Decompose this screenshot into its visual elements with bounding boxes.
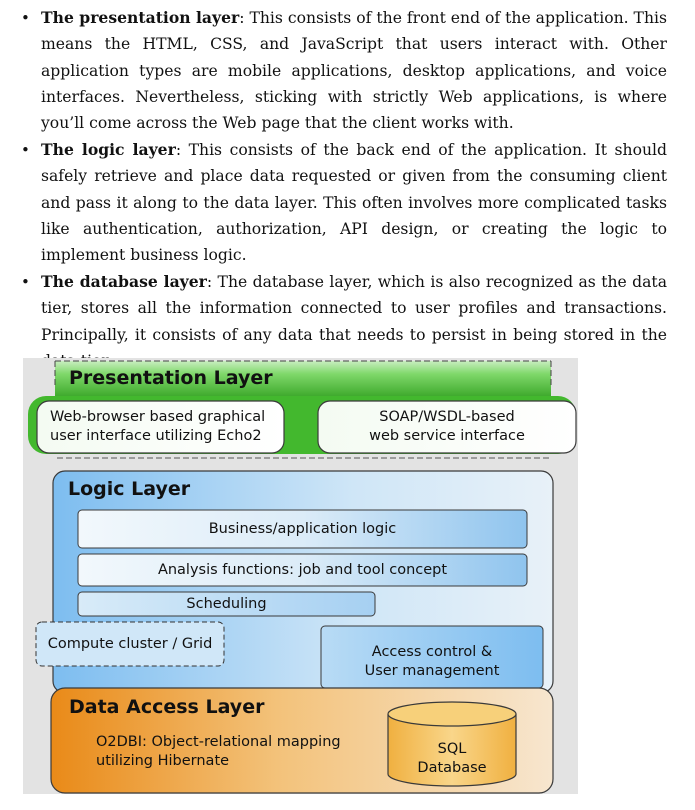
bullet-term: The presentation layer [41, 8, 240, 27]
presentation-layer-background [55, 361, 551, 398]
web-browser-gui-label: Web-browser based graphical user interfa… [37, 401, 284, 453]
bullet-marker: • [21, 141, 30, 159]
business-logic-bar [77, 509, 528, 549]
soap-wsdl-line2: web service interface [369, 428, 525, 444]
access-control-line2: User management [364, 663, 500, 679]
bullet-marker: • [21, 9, 30, 27]
access-control-line1: Access control & [371, 644, 493, 660]
soap-wsdl-label: SOAP/WSDL-based web service interface [318, 401, 576, 453]
scheduling-bar [77, 591, 376, 617]
compute-cluster-label: Compute cluster / Grid [47, 635, 213, 652]
bullet-text: : This consists of the back end of the a… [41, 141, 668, 265]
soap-wsdl-line1: SOAP/WSDL-based [379, 409, 515, 425]
bullet-presentation-layer: • The presentation layer: This consists … [0, 5, 695, 136]
soap-wsdl-box [317, 400, 577, 454]
business-logic-label: Business/application logic [208, 520, 397, 537]
architecture-diagram: Presentation Layer Web-browser based gra… [23, 358, 578, 794]
analysis-functions-label: Analysis functions: job and tool concept [157, 561, 448, 578]
bullet-logic-layer: • The logic layer: This consists of the … [0, 137, 695, 268]
bullet-term: The logic layer [41, 140, 176, 159]
compute-cluster-box [35, 621, 225, 667]
diagram-graphics [28, 360, 577, 794]
scheduling-label: Scheduling [186, 595, 267, 612]
analysis-functions-bar [77, 553, 528, 587]
o2dbi-line2: utilizing Hibernate [96, 753, 230, 769]
o2dbi-label: O2DBI: Object-relational mapping utilizi… [96, 730, 366, 774]
bullet-text: : This consists of the front end of the … [41, 9, 667, 133]
access-control-label: Access control & User management [321, 626, 543, 688]
sql-database-cylinder [387, 701, 517, 787]
bullet-term: The database layer [41, 272, 207, 291]
o2dbi-line1: O2DBI: Object-relational mapping [96, 734, 341, 750]
sql-database-line1: SQL [437, 741, 467, 757]
logic-layer-title: Logic Layer [68, 478, 191, 500]
sql-database-line2: Database [417, 760, 487, 776]
web-browser-gui-line1: Web-browser based graphical [50, 409, 266, 425]
web-browser-gui-line2: user interface utilizing Echo2 [50, 428, 262, 444]
data-access-layer-title: Data Access Layer [69, 696, 265, 718]
web-browser-gui-box [36, 400, 285, 454]
sql-database-label: SQL Database [388, 736, 516, 782]
presentation-layer-title: Presentation Layer [69, 367, 273, 389]
bullet-marker: • [21, 273, 30, 291]
